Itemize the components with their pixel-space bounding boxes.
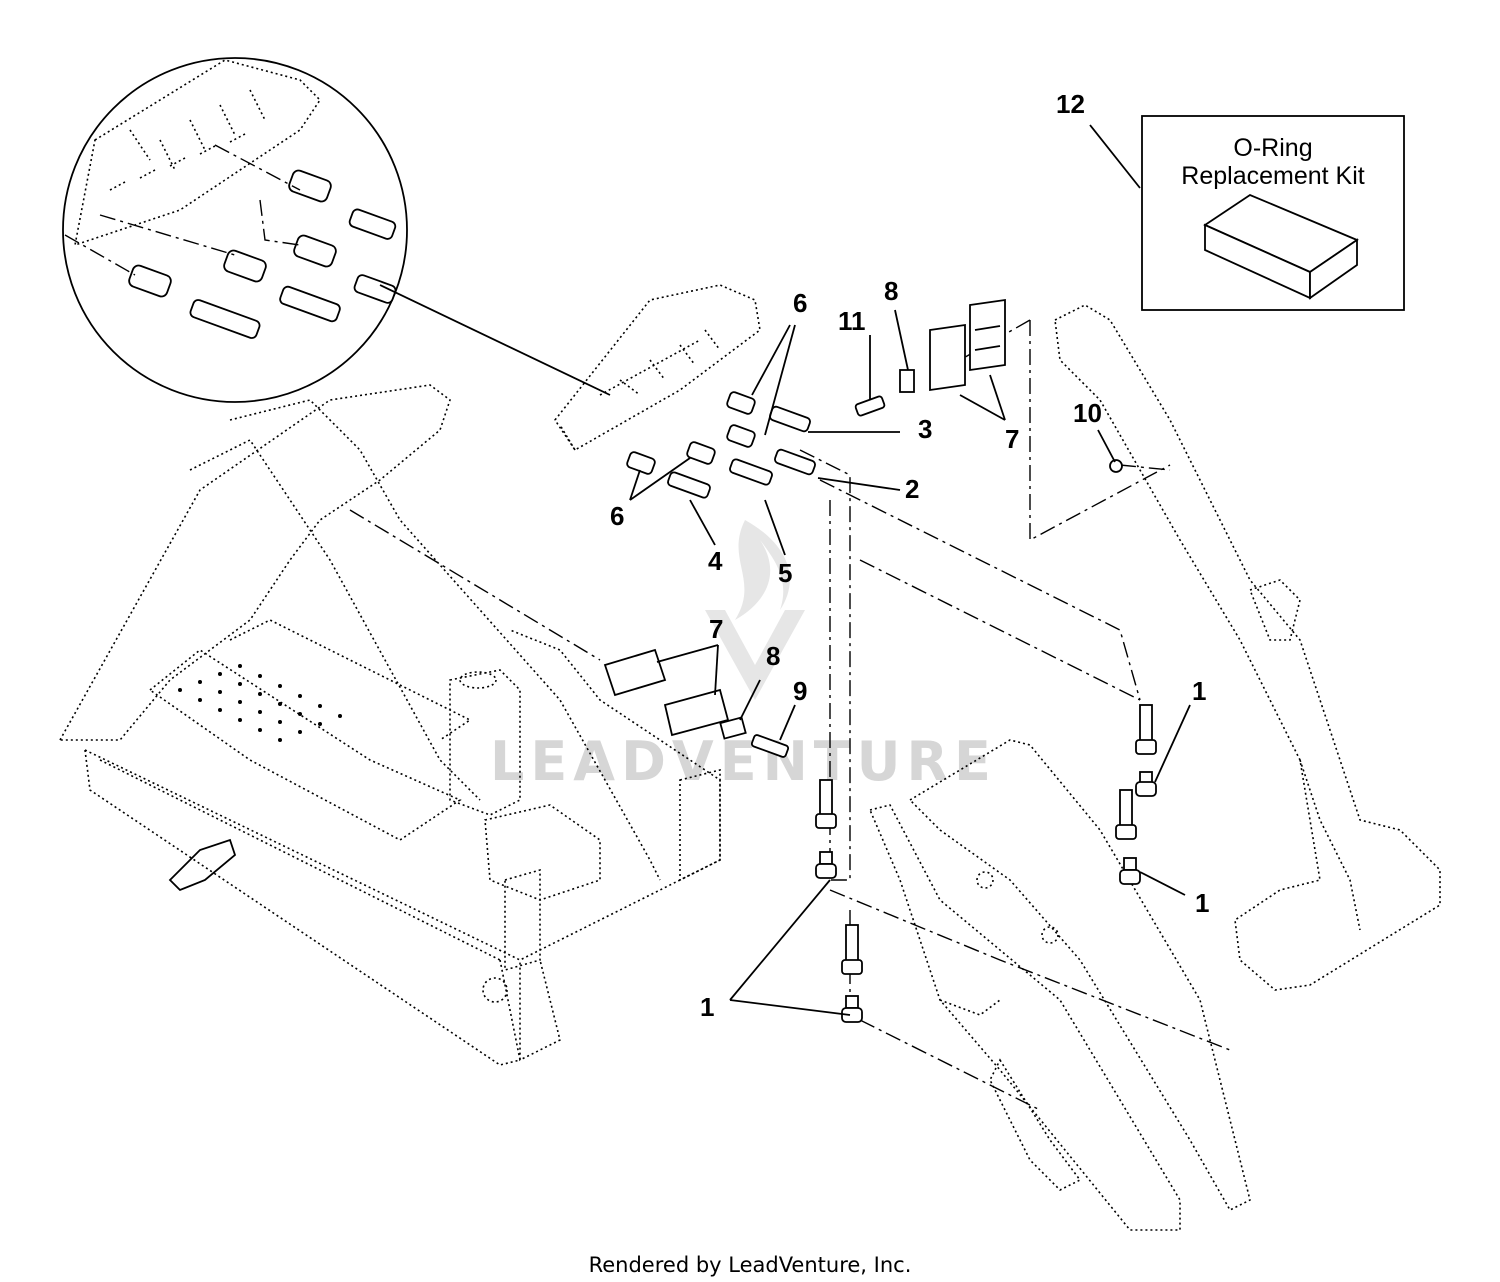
callout-6-lower: 6 [610, 501, 624, 531]
callout-10: 10 [1073, 398, 1102, 428]
callout-2: 2 [905, 474, 919, 504]
callout-3: 3 [918, 414, 932, 444]
elbow-fittings [815, 704, 1157, 1023]
loader-frame [58, 384, 721, 1066]
watermark-text: LEADVENTURE [490, 730, 997, 793]
callout-7-lower: 7 [709, 614, 723, 644]
clamp-plate-upper [899, 369, 915, 393]
detail-magnifier [62, 57, 408, 403]
bolt-lower [750, 734, 790, 758]
callout-numbers: 12 6 8 11 3 7 10 2 6 4 5 7 8 9 1 1 1 [610, 89, 1209, 1022]
loader-arm-right [1054, 304, 1441, 991]
callout-8-upper: 8 [884, 276, 898, 306]
nut [1109, 459, 1123, 473]
loader-arm-center [868, 739, 1251, 1231]
hose-clamps-upper [854, 298, 1006, 417]
callout-6-upper: 6 [793, 288, 807, 318]
callout-5: 5 [778, 558, 792, 588]
callout-12: 12 [1056, 89, 1085, 119]
step-plate [178, 664, 342, 742]
clamp-plate-lower [719, 716, 747, 740]
kit-title-line1: O-Ring [1233, 134, 1312, 162]
callout-11: 11 [838, 306, 866, 336]
oring-kit-box: O-Ring Replacement Kit [1141, 115, 1405, 311]
callout-9: 9 [793, 676, 807, 706]
callout-7-upper: 7 [1005, 424, 1019, 454]
detail-pointer-line [379, 284, 611, 396]
callout-8-lower: 8 [766, 641, 780, 671]
hose-fittings [626, 391, 816, 499]
callout-1-lower-right: 1 [1195, 888, 1209, 918]
hose-clamps-lower [603, 648, 790, 758]
detail-manifold [73, 59, 322, 247]
callout-1-upper-right: 1 [1192, 676, 1206, 706]
kit-title-line2: Replacement Kit [1181, 162, 1364, 190]
detail-circle [62, 57, 408, 403]
watermark: LEADVENTURE [490, 520, 997, 793]
callout-4: 4 [708, 546, 723, 576]
callout-1-left: 1 [700, 992, 714, 1022]
footer-credit: Rendered by LeadVenture, Inc. [589, 1253, 912, 1277]
bolt-upper [854, 395, 886, 417]
detail-fittings [128, 169, 397, 339]
leader-lines [629, 124, 1191, 1016]
valve-manifold [554, 284, 761, 452]
